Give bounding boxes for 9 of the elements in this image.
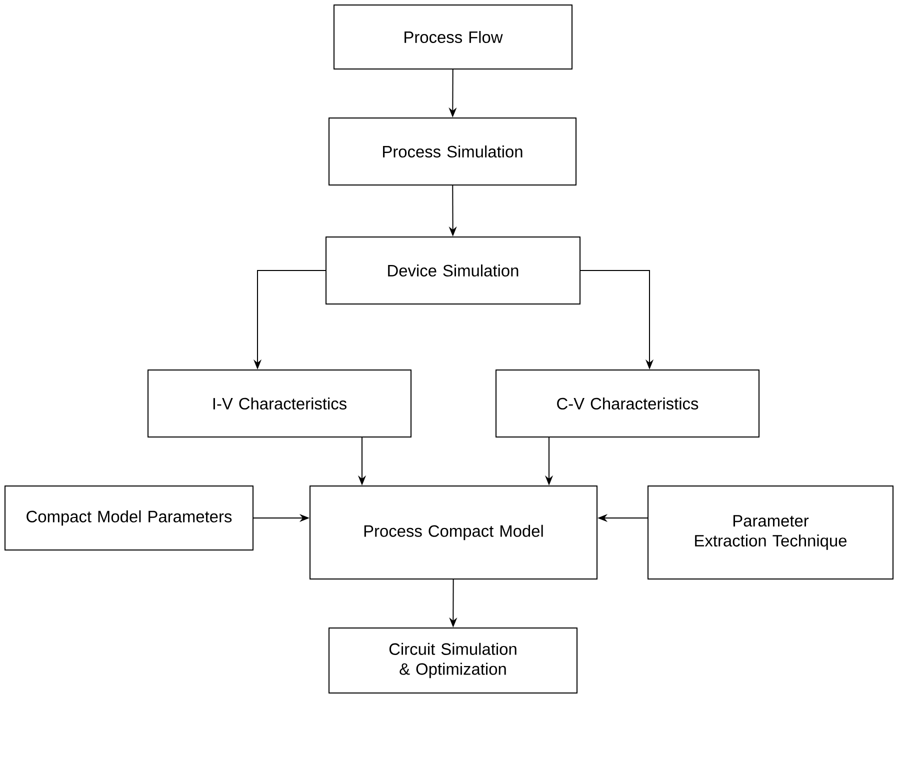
process-box: Circuit Simulation & Optimization <box>328 628 578 694</box>
process-box: Device Simulation <box>326 236 580 304</box>
process-box: C-V Characteristics <box>496 370 760 438</box>
process-box: I-V Characteristics <box>148 370 412 438</box>
process-box: Parameter Extraction Technique <box>648 486 894 580</box>
process-box: Compact Model Parameters <box>4 486 254 550</box>
process-box: Process Flow <box>334 4 572 70</box>
process-box: Process Simulation <box>328 118 576 186</box>
process-box: Process Compact Model <box>310 486 598 580</box>
